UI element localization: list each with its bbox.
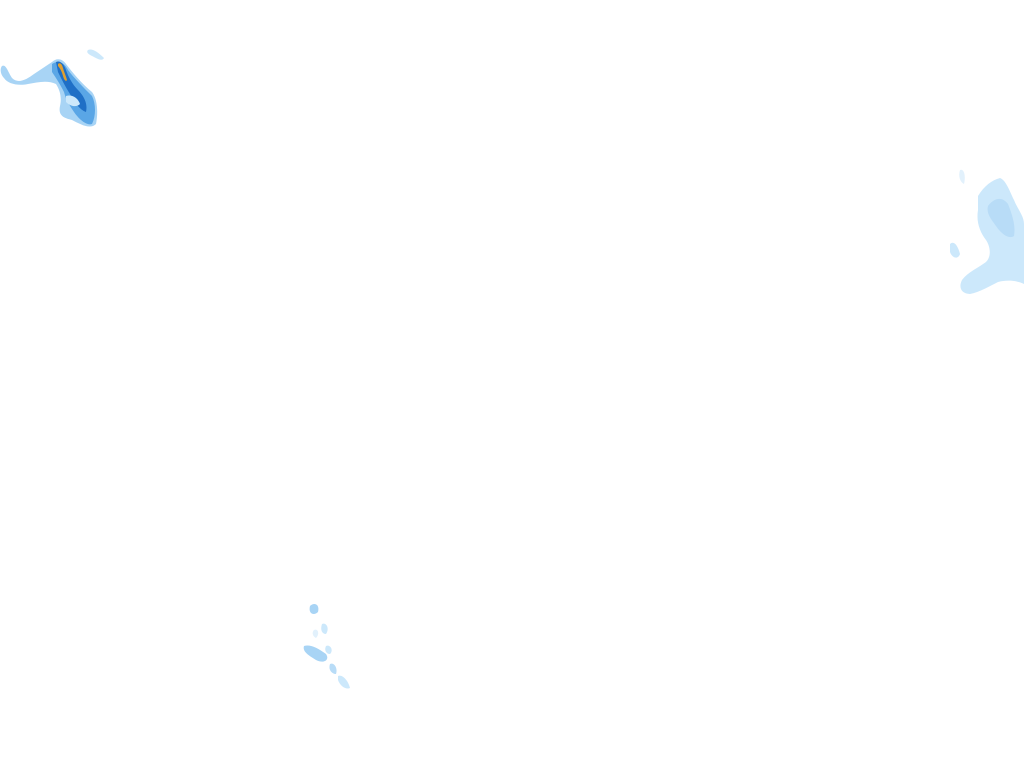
echo-east-edge-band bbox=[950, 169, 1024, 294]
echo-light-area bbox=[960, 178, 1024, 294]
echo-light-area bbox=[987, 198, 1015, 238]
echo-extreme-core bbox=[58, 63, 67, 81]
echo-light-area bbox=[309, 604, 319, 614]
echo-light-area bbox=[66, 95, 80, 107]
echo-light-area bbox=[959, 169, 965, 184]
echo-south-scattered-cells bbox=[303, 604, 350, 689]
echo-light-area bbox=[325, 645, 332, 654]
echo-light-area bbox=[338, 675, 350, 689]
echo-trailing-bits bbox=[87, 49, 104, 60]
echo-northwest-cell bbox=[0, 49, 104, 127]
echo-light-area bbox=[303, 645, 328, 662]
echo-light-area bbox=[312, 629, 319, 638]
echo-light-area bbox=[329, 663, 337, 674]
echo-light-area bbox=[321, 623, 328, 634]
echo-light-area bbox=[950, 242, 960, 258]
